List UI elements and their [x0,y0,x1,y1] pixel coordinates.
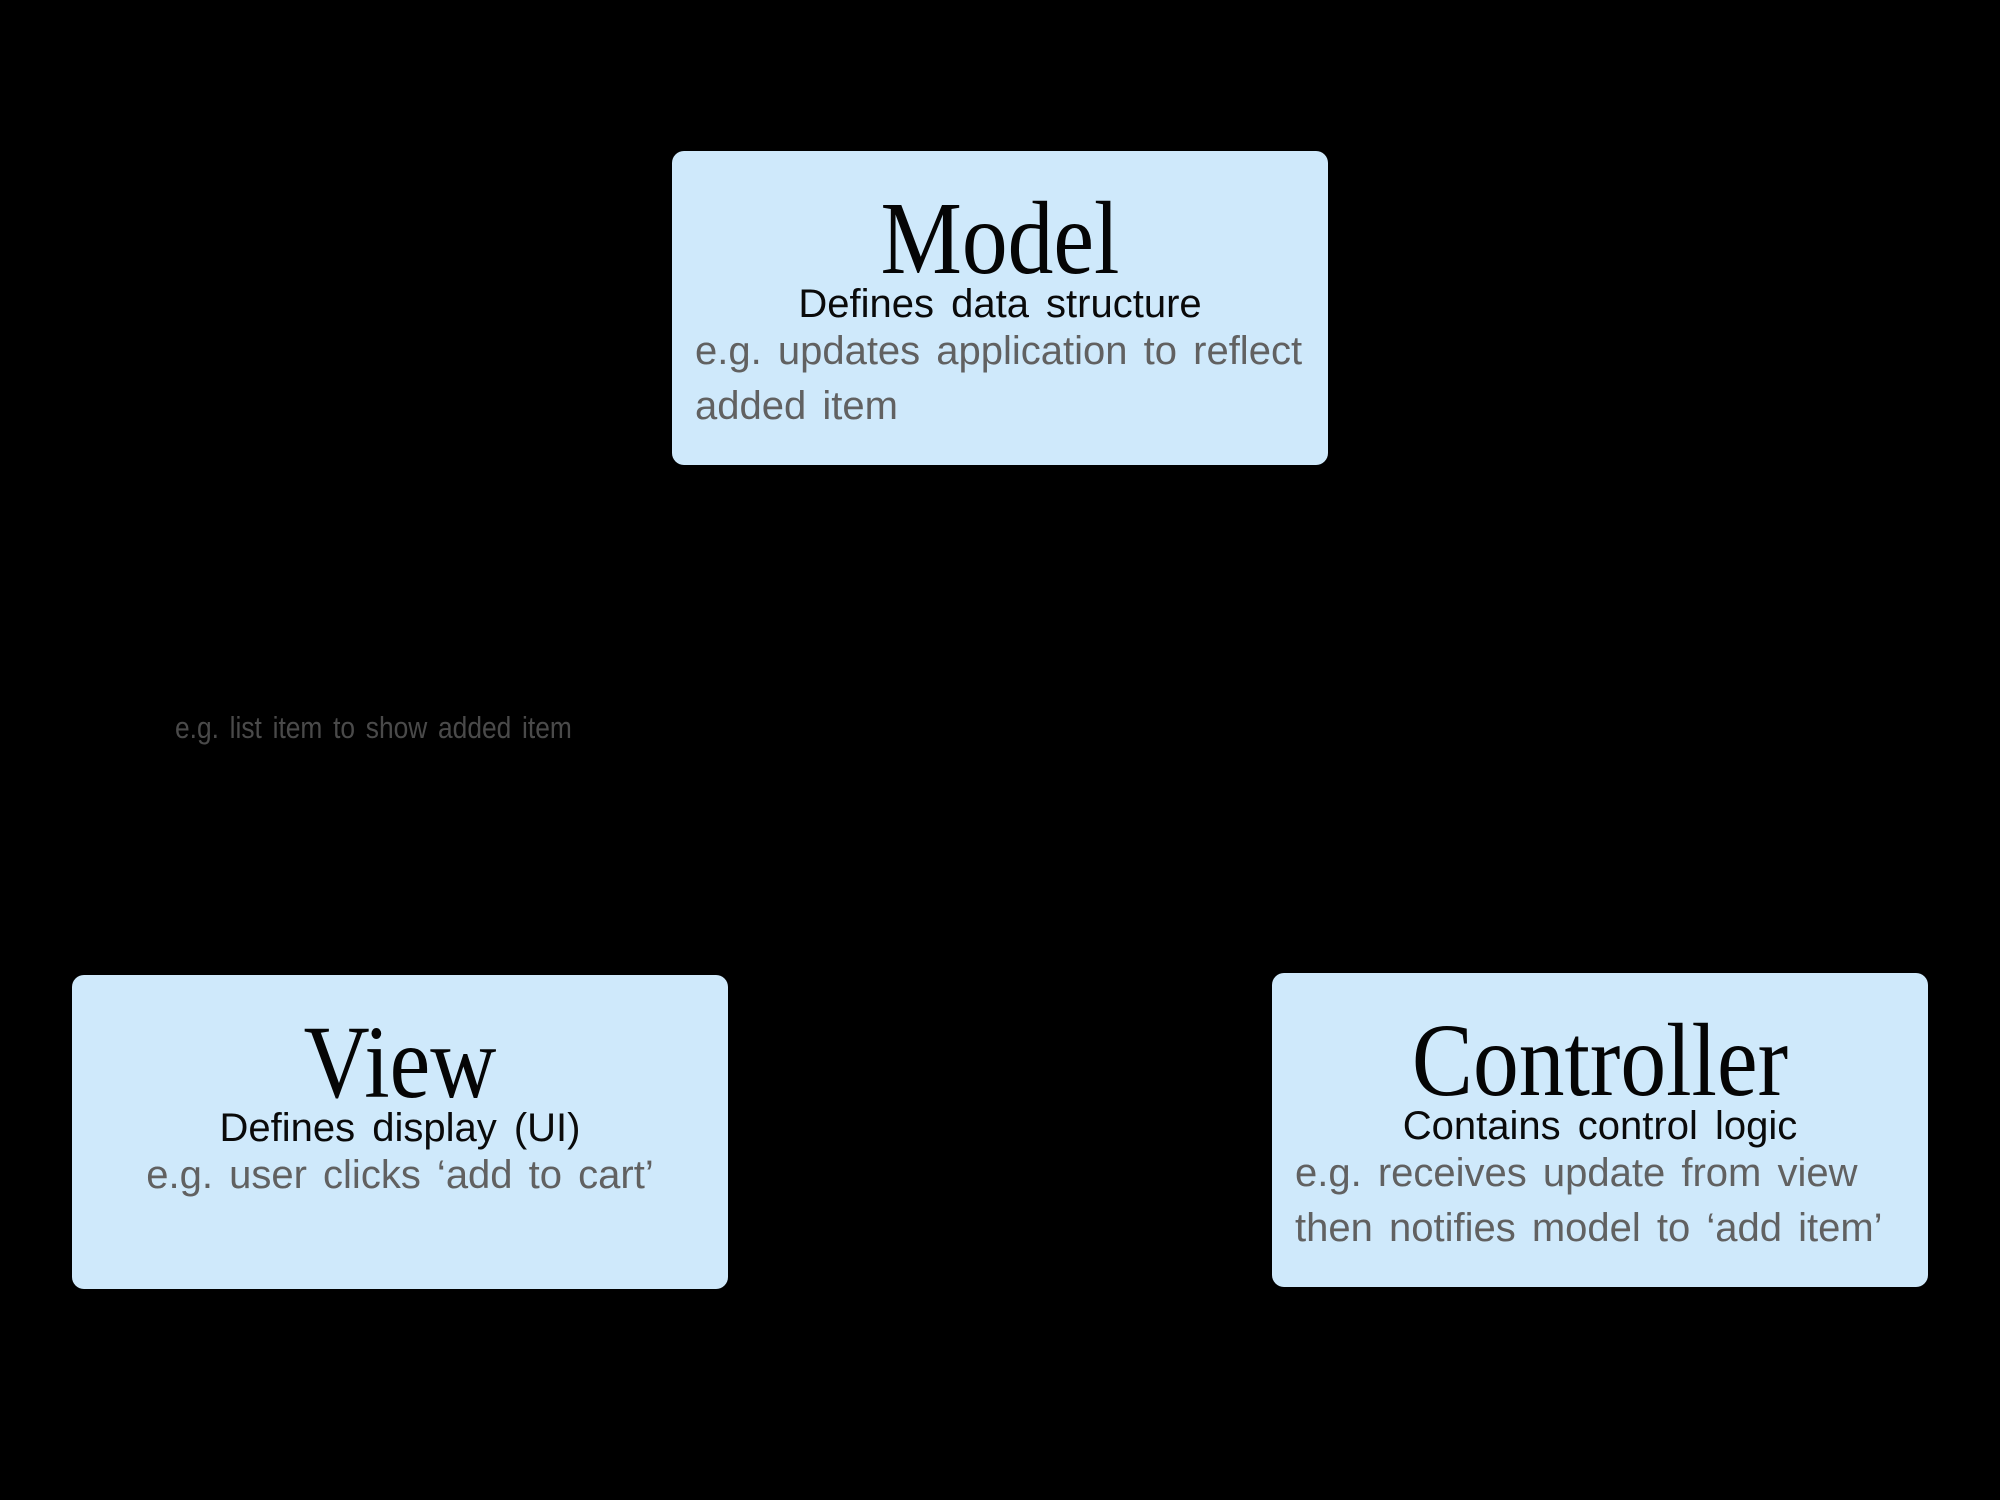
model-box-title: Model [880,181,1120,296]
example-line: e.g. user clicks ‘add to cart’ [146,1153,654,1197]
example-line: then notifies model to ‘add item’ [1295,1206,1883,1250]
controller-box-example: e.g. receives update from view then noti… [1295,1146,1916,1256]
controller-box-subtitle: Contains control logic [1402,1104,1798,1148]
controller-box-title: Controller [1411,1003,1789,1118]
view-box-title: View [303,1005,497,1120]
view-box-subtitle: Defines display (UI) [219,1106,581,1150]
example-line: e.g. updates application to reflect [695,329,1303,373]
view-box: View Defines display (UI) e.g. user clic… [72,975,728,1289]
model-box-example: e.g. updates application to reflect adde… [695,324,1316,434]
model-box-subtitle: Defines data structure [798,282,1202,326]
controller-box: Controller Contains control logic e.g. r… [1272,973,1928,1287]
model-box: Model Defines data structure e.g. update… [672,151,1328,465]
example-line: e.g. receives update from view [1295,1151,1858,1195]
example-line: added item [695,384,898,428]
view-box-example: e.g. user clicks ‘add to cart’ [72,1148,728,1203]
model-to-view-example-label: e.g. list item to show added item [175,710,572,745]
